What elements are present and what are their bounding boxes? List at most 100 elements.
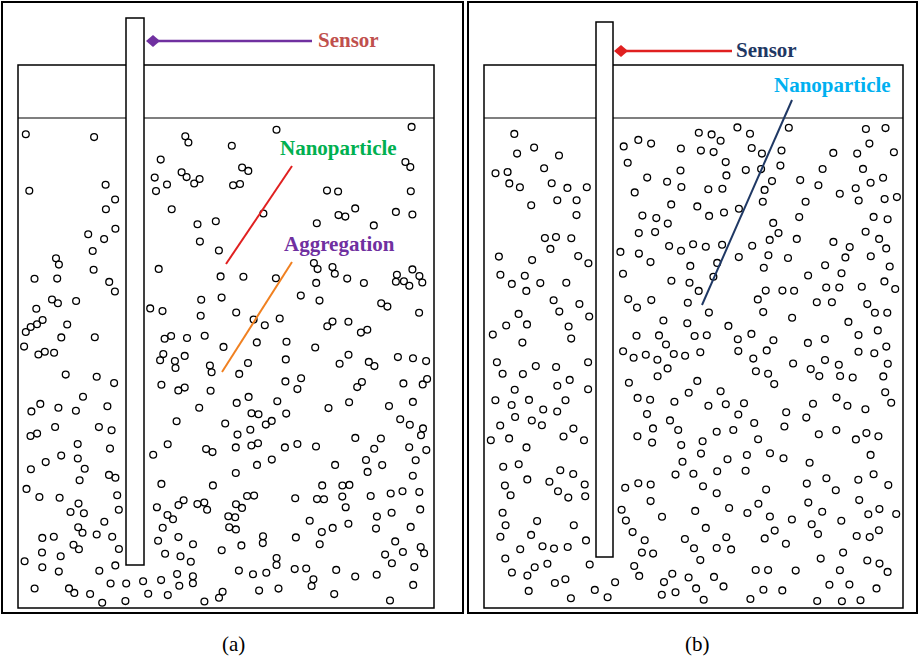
nanoparticle: [275, 585, 282, 592]
nanoparticle: [682, 536, 689, 543]
nanoparticle: [648, 140, 655, 147]
nanoparticle: [562, 397, 569, 404]
nanoparticle: [325, 405, 332, 412]
nanoparticle: [164, 441, 171, 448]
nanoparticle: [150, 451, 157, 458]
nanoparticle: [292, 495, 299, 502]
nanoparticle: [157, 156, 164, 163]
nanoparticle: [835, 361, 842, 368]
nanoparticle: [742, 167, 749, 174]
nanoparticle: [293, 534, 300, 541]
nanoparticle: [201, 332, 208, 339]
nanoparticle: [407, 188, 414, 195]
nanoparticle: [226, 524, 233, 531]
nanoparticle: [344, 275, 351, 282]
nanoparticle: [521, 272, 528, 279]
nanoparticle: [735, 254, 742, 261]
leader-line: [152, 40, 312, 43]
nanoparticle: [28, 408, 35, 415]
nanoparticle: [232, 514, 239, 521]
nanoparticle: [528, 417, 535, 424]
nanoparticle: [175, 387, 182, 394]
nanoparticle: [244, 493, 251, 500]
nanoparticle: [647, 396, 654, 403]
sensor-rod: [126, 18, 144, 565]
nanoparticle: [333, 567, 340, 574]
nanoparticle: [410, 399, 417, 406]
nanoparticle: [112, 474, 119, 481]
nanoparticle: [177, 553, 184, 560]
nanoparticle: [256, 587, 263, 594]
nanoparticle: [230, 182, 237, 189]
nanoparticle: [678, 442, 685, 449]
nanoparticle: [75, 500, 82, 507]
nanoparticle: [233, 526, 240, 533]
nanoparticle: [203, 446, 210, 453]
nanoparticle: [411, 564, 418, 571]
nanoparticle: [644, 411, 651, 418]
nanoparticle: [753, 368, 760, 375]
nanoparticle: [565, 494, 572, 501]
nanoparticle: [91, 134, 98, 141]
nanoparticle: [208, 369, 215, 376]
nanoparticle: [22, 131, 29, 138]
nanoparticle: [767, 513, 774, 520]
nanoparticle: [682, 352, 689, 359]
nanoparticle: [837, 567, 844, 574]
nanoparticle: [570, 522, 577, 529]
nanoparticle: [642, 351, 649, 358]
nanoparticle: [779, 587, 786, 594]
nanoparticle: [140, 578, 147, 585]
nanoparticle: [197, 238, 204, 245]
nanoparticle: [55, 404, 62, 411]
nanoparticle: [506, 180, 513, 187]
nanoparticle: [722, 159, 729, 166]
nanoparticle: [883, 245, 890, 252]
nanoparticle: [524, 572, 531, 579]
nanoparticle: [101, 518, 108, 525]
nanoparticle: [691, 545, 698, 552]
nanoparticle: [539, 543, 546, 550]
nanoparticle: [523, 288, 530, 295]
nanoparticle: [394, 271, 401, 278]
nanoparticle: [384, 303, 391, 310]
nanoparticle: [581, 437, 588, 444]
nanoparticle: [541, 165, 548, 172]
nanoparticle: [775, 230, 782, 237]
nanoparticle: [511, 386, 518, 393]
nanoparticle: [42, 459, 49, 466]
nanoparticle: [853, 533, 860, 540]
nanoparticle: [336, 360, 343, 367]
nanoparticle: [519, 339, 526, 346]
nanoparticle: [551, 545, 558, 552]
nanoparticle: [698, 147, 705, 154]
nanoparticle: [749, 242, 756, 249]
nanoparticle: [725, 323, 732, 330]
nanoparticle: [56, 261, 63, 268]
nanoparticle: [233, 400, 240, 407]
nanoparticle: [247, 426, 254, 433]
nanoparticle: [294, 441, 301, 448]
nanoparticle: [631, 563, 638, 570]
nanoparticle: [857, 597, 864, 604]
nanoparticle: [89, 248, 96, 255]
nanoparticle: [39, 535, 46, 542]
nanoparticle: [316, 541, 323, 548]
nanoparticle: [806, 459, 813, 466]
nanoparticle: [329, 318, 336, 325]
nanoparticle: [409, 211, 416, 218]
nanoparticle: [777, 162, 784, 169]
nanoparticle: [310, 576, 317, 583]
nanoparticle: [273, 275, 280, 282]
nanoparticle: [844, 402, 851, 409]
panel-frame: [468, 2, 917, 613]
nanoparticle: [706, 213, 713, 220]
nanoparticle: [783, 540, 790, 547]
nanoparticle: [690, 470, 697, 477]
nanoparticle: [747, 130, 754, 137]
nanoparticle: [654, 373, 661, 380]
nanoparticle: [660, 317, 667, 324]
nanoparticle: [34, 430, 41, 437]
nanoparticle: [544, 560, 551, 567]
nanoparticle: [410, 582, 417, 589]
